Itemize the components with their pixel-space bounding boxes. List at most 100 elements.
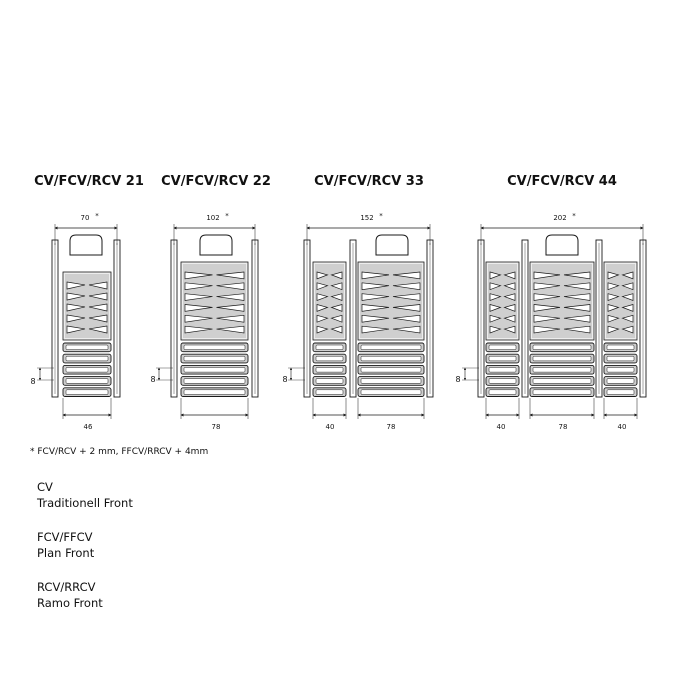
channel-33-a-fin-l [316,304,329,312]
channel-22-fin-l [184,314,213,323]
channel-44-a-fin-r [503,271,516,280]
channel-21-tube-inner [65,367,109,373]
channel-44-b-tube-inner [532,389,592,395]
channel-44-c-fin-l [607,293,620,302]
legend-cv-code: CV [37,480,53,494]
channel-22-fin-r [216,293,245,301]
channel-22-fin-l [184,271,213,280]
channel-44-c-tube-inner [606,378,635,384]
spacing-label-33: 8 [282,375,287,384]
bottom-dim-22: 78 [212,423,221,431]
channel-21-fin-r [88,292,108,301]
channel-33-b-fin-l [361,325,390,334]
channel-22-fin-r [216,325,245,334]
bottom-dim-44-b: 78 [559,423,568,431]
channel-44-b-fin-l [533,304,561,312]
channel-44-a-fin-r [503,282,516,291]
channel-22-fin-l [184,282,213,291]
channel-22-tube-inner [183,367,246,373]
channel-44-c-tube-inner [606,389,635,395]
footnote: * FCV/RCV + 2 mm, FFCV/RRCV + 4mm [30,447,209,457]
channel-21-tube-inner [65,344,109,350]
channel-21-fin-r [88,314,108,323]
channel-44-b-fin-r [563,314,591,323]
channel-21-tube-inner [65,389,109,395]
channel-44-c [603,261,638,397]
channel-44-c-fin-l [607,304,620,312]
channel-33-b-fin-r [392,314,421,323]
channel-44-a-fin-r [503,304,516,312]
channel-44-b-fin-r [563,304,591,312]
nozzle-22 [199,234,233,256]
channel-44-b-fin-l [533,325,561,334]
channel-44-c-fin-l [607,325,620,334]
channel-44-b [529,261,595,397]
channel-33-a-fin-r [330,304,343,312]
channel-33-b [357,261,425,397]
panel-title-21: CV/FCV/RCV 21 [34,174,144,189]
width-label-44: 202 [553,214,566,222]
channel-33-b-fin-l [361,271,390,280]
channel-33-b-fin-l [361,304,390,312]
channel-33-a-fin-r [330,325,343,334]
width-label-33: 152 [360,214,373,222]
channel-22-fin-l [184,325,213,334]
channel-21-fin-l [66,314,86,323]
channel-44-b-fin-l [533,282,561,291]
channel-21-fin-l [66,281,86,290]
channel-44-a-fin-r [503,325,516,334]
panel-title-44: CV/FCV/RCV 44 [507,174,617,189]
width-label-21: 70 [81,214,90,222]
width-label-22-asterisk: * [225,212,229,220]
channel-33-b-fin-l [361,282,390,291]
channel-33-a-fin-r [330,293,343,302]
channel-44-b-fin-l [533,293,561,301]
channel-33-b-tube-inner [360,378,422,384]
channel-33-a-fin-l [316,282,329,291]
channel-44-a-fin-l [489,282,502,291]
channel-44-a-tube-inner [488,378,517,384]
channel-21-tube-inner [65,355,109,362]
channel-33-a-fin-r [330,282,343,291]
channel-33-a-tube-inner [315,389,344,395]
channel-21-fin-r [88,325,108,334]
channel-21-fin-r [88,281,108,290]
channel-22-tube-inner [183,355,246,362]
channel-22-tube-inner [183,378,246,384]
channel-22-fin-l [184,293,213,301]
nozzle-33 [375,234,409,256]
bottom-dim-44-a: 40 [497,423,506,431]
width-label-33-asterisk: * [379,212,383,220]
channel-33-a-tube-inner [315,367,344,373]
channel-44-a-tube-inner [488,389,517,395]
channel-22-tube-inner [183,344,246,350]
nozzle-44 [545,234,579,256]
spacing-label-44: 8 [455,375,460,384]
legend-fcv: FCV/FFCV Plan Front [37,529,94,561]
channel-44-b-fin-l [533,271,561,280]
channel-21-fin-l [66,325,86,334]
legend-rcv: RCV/RRCV Ramo Front [37,579,103,611]
bottom-dim-33-a: 40 [326,423,335,431]
channel-44-c-fin-r [621,314,634,323]
channel-21-fin-r [88,303,108,312]
channel-44-a-fin-r [503,314,516,323]
channel-33-b-fin-r [392,293,421,301]
channel-44-a-fin-l [489,304,502,312]
channel-21-fin-l [66,292,86,301]
channel-44-c-tube-inner [606,355,635,362]
channel-33-b-fin-l [361,314,390,323]
channel-44-a [485,261,520,397]
channel-33-a-fin-l [316,271,329,280]
channel-44-b-tube-inner [532,367,592,373]
channel-44-a-fin-l [489,314,502,323]
channel-44-b-fin-r [563,271,591,280]
channel-33-a-fin-l [316,325,329,334]
channel-44-b-tube-inner [532,344,592,350]
channel-44-a-fin-r [503,293,516,302]
channel-33-a-tube-inner [315,355,344,362]
channel-33-a-tube-inner [315,344,344,350]
channel-22-fin-r [216,282,245,291]
channel-33-a-tube-inner [315,378,344,384]
channel-44-b-fin-r [563,325,591,334]
